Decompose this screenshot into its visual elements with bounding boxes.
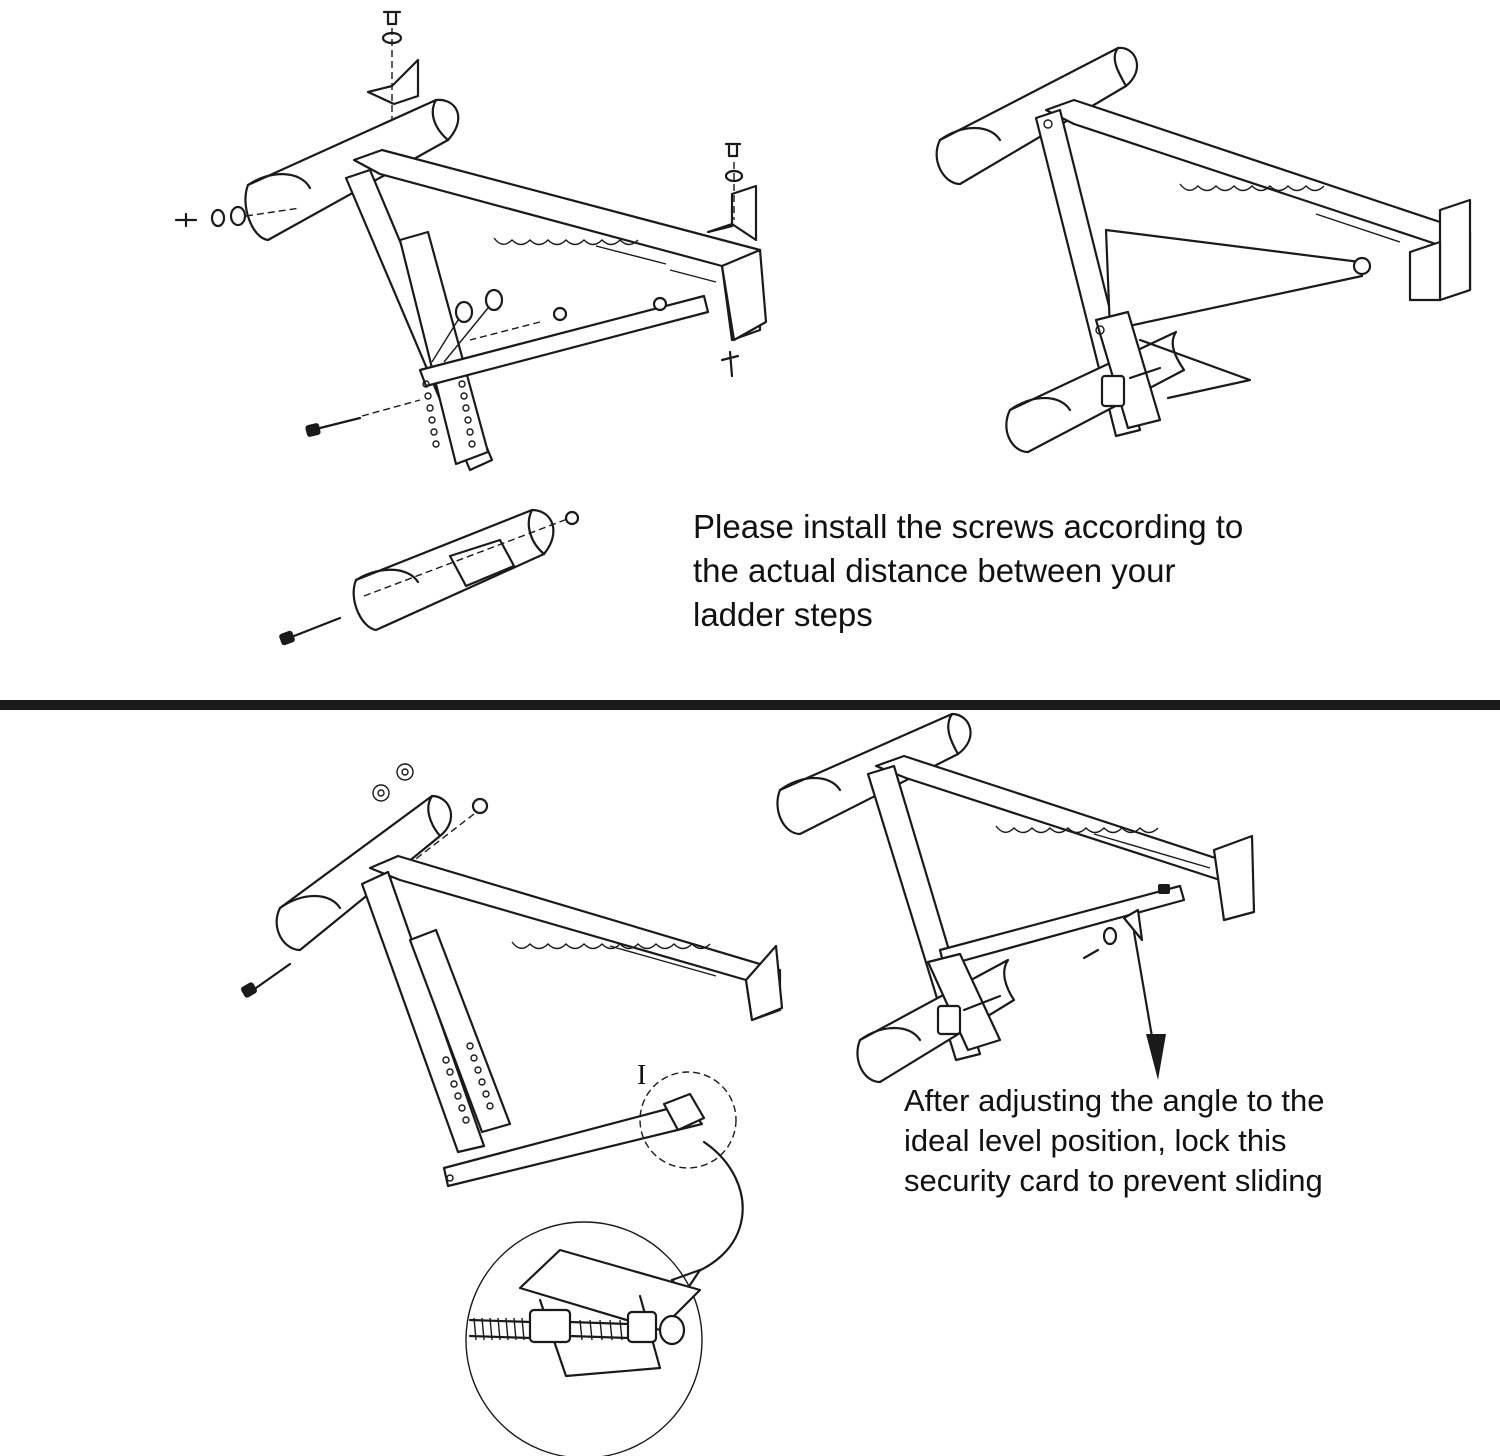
ladder-rung-sleeve-lower [279, 508, 580, 646]
exploded-stabilizer-step1 [174, 10, 768, 472]
mounting-clip-right [706, 184, 758, 242]
install-screws-caption: Please install the screws according to t… [693, 508, 1244, 633]
detail-marker-label: I [637, 1060, 647, 1091]
adjustment-holes [442, 1042, 494, 1124]
bracket-top-arm [352, 148, 762, 342]
bolt-icon [174, 205, 301, 228]
brace-assembly-step3 [241, 763, 784, 1456]
mounting-clip [366, 58, 420, 106]
locked-stabilizer-step4 [776, 712, 1256, 1084]
detail-callout-ring [639, 1071, 737, 1169]
arrow-icon [1146, 1034, 1166, 1080]
brace-arm-lower [442, 1102, 704, 1188]
long-screw-icon [305, 399, 421, 437]
adjustment-holes [422, 380, 476, 448]
section-divider [0, 700, 1500, 710]
security-card-caption: After adjusting the angle to the ideal l… [904, 1083, 1325, 1198]
brace-arm [418, 294, 710, 388]
assembled-stabilizer-step2 [935, 46, 1472, 454]
detail-magnifier [465, 1221, 703, 1456]
wing-nut-icon [381, 10, 403, 45]
